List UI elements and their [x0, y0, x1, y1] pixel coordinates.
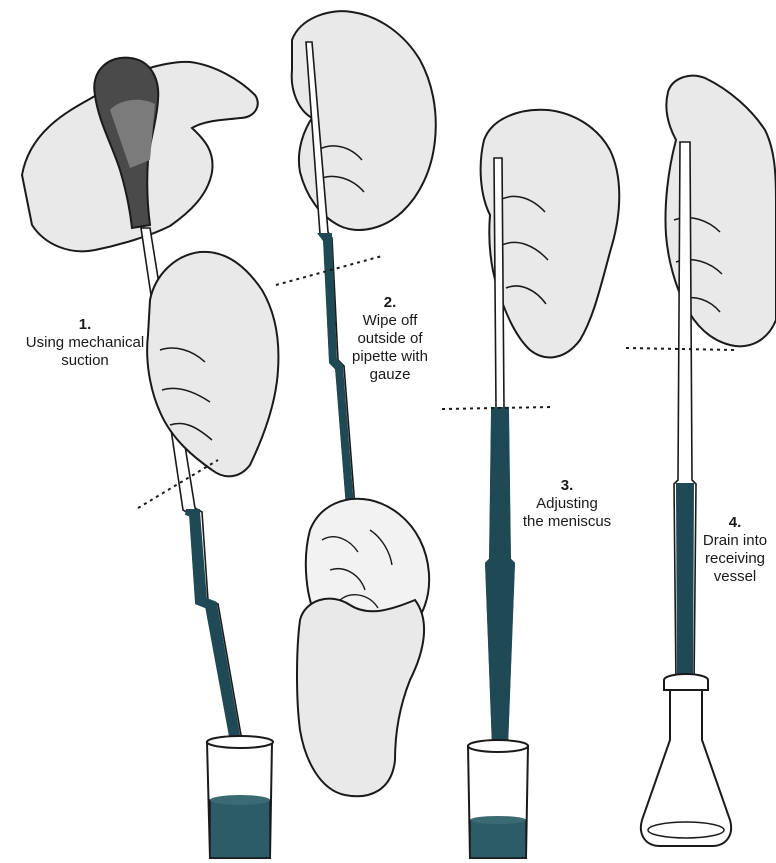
step1-illustration [22, 58, 278, 858]
step2-text-line2: outside of [330, 330, 450, 348]
step3-number: 3. [512, 477, 622, 495]
step1-number: 1. [10, 316, 160, 334]
step1-text-line1: Using mechanical [10, 334, 160, 352]
step2-number: 2. [330, 294, 450, 312]
step1-beaker [207, 736, 273, 858]
step3-text-line1: Adjusting [512, 495, 622, 513]
step3-text-line2: the meniscus [512, 513, 622, 531]
step4-text-line2: receiving [685, 550, 776, 568]
step1-label: 1. Using mechanical suction [10, 316, 160, 370]
step2-text-line4: gauze [330, 366, 450, 384]
step4-label: 4. Drain into receiving vessel [685, 514, 776, 586]
step4-text-line3: vessel [685, 568, 776, 586]
step2-label: 2. Wipe off outside of pipette with gauz… [330, 294, 450, 384]
step2-illustration [276, 11, 436, 796]
step4-illustration [626, 76, 776, 846]
step4-number: 4. [685, 514, 776, 532]
step1-lower-hand [147, 252, 278, 477]
step3-beaker [468, 740, 528, 858]
step3-label: 3. Adjusting the meniscus [512, 477, 622, 531]
step2-lower-hand [297, 599, 424, 797]
step1-text-line2: suction [10, 352, 160, 370]
step2-text-line1: Wipe off [330, 312, 450, 330]
step4-text-line1: Drain into [685, 532, 776, 550]
receiving-flask [641, 674, 731, 846]
step2-text-line3: pipette with [330, 348, 450, 366]
